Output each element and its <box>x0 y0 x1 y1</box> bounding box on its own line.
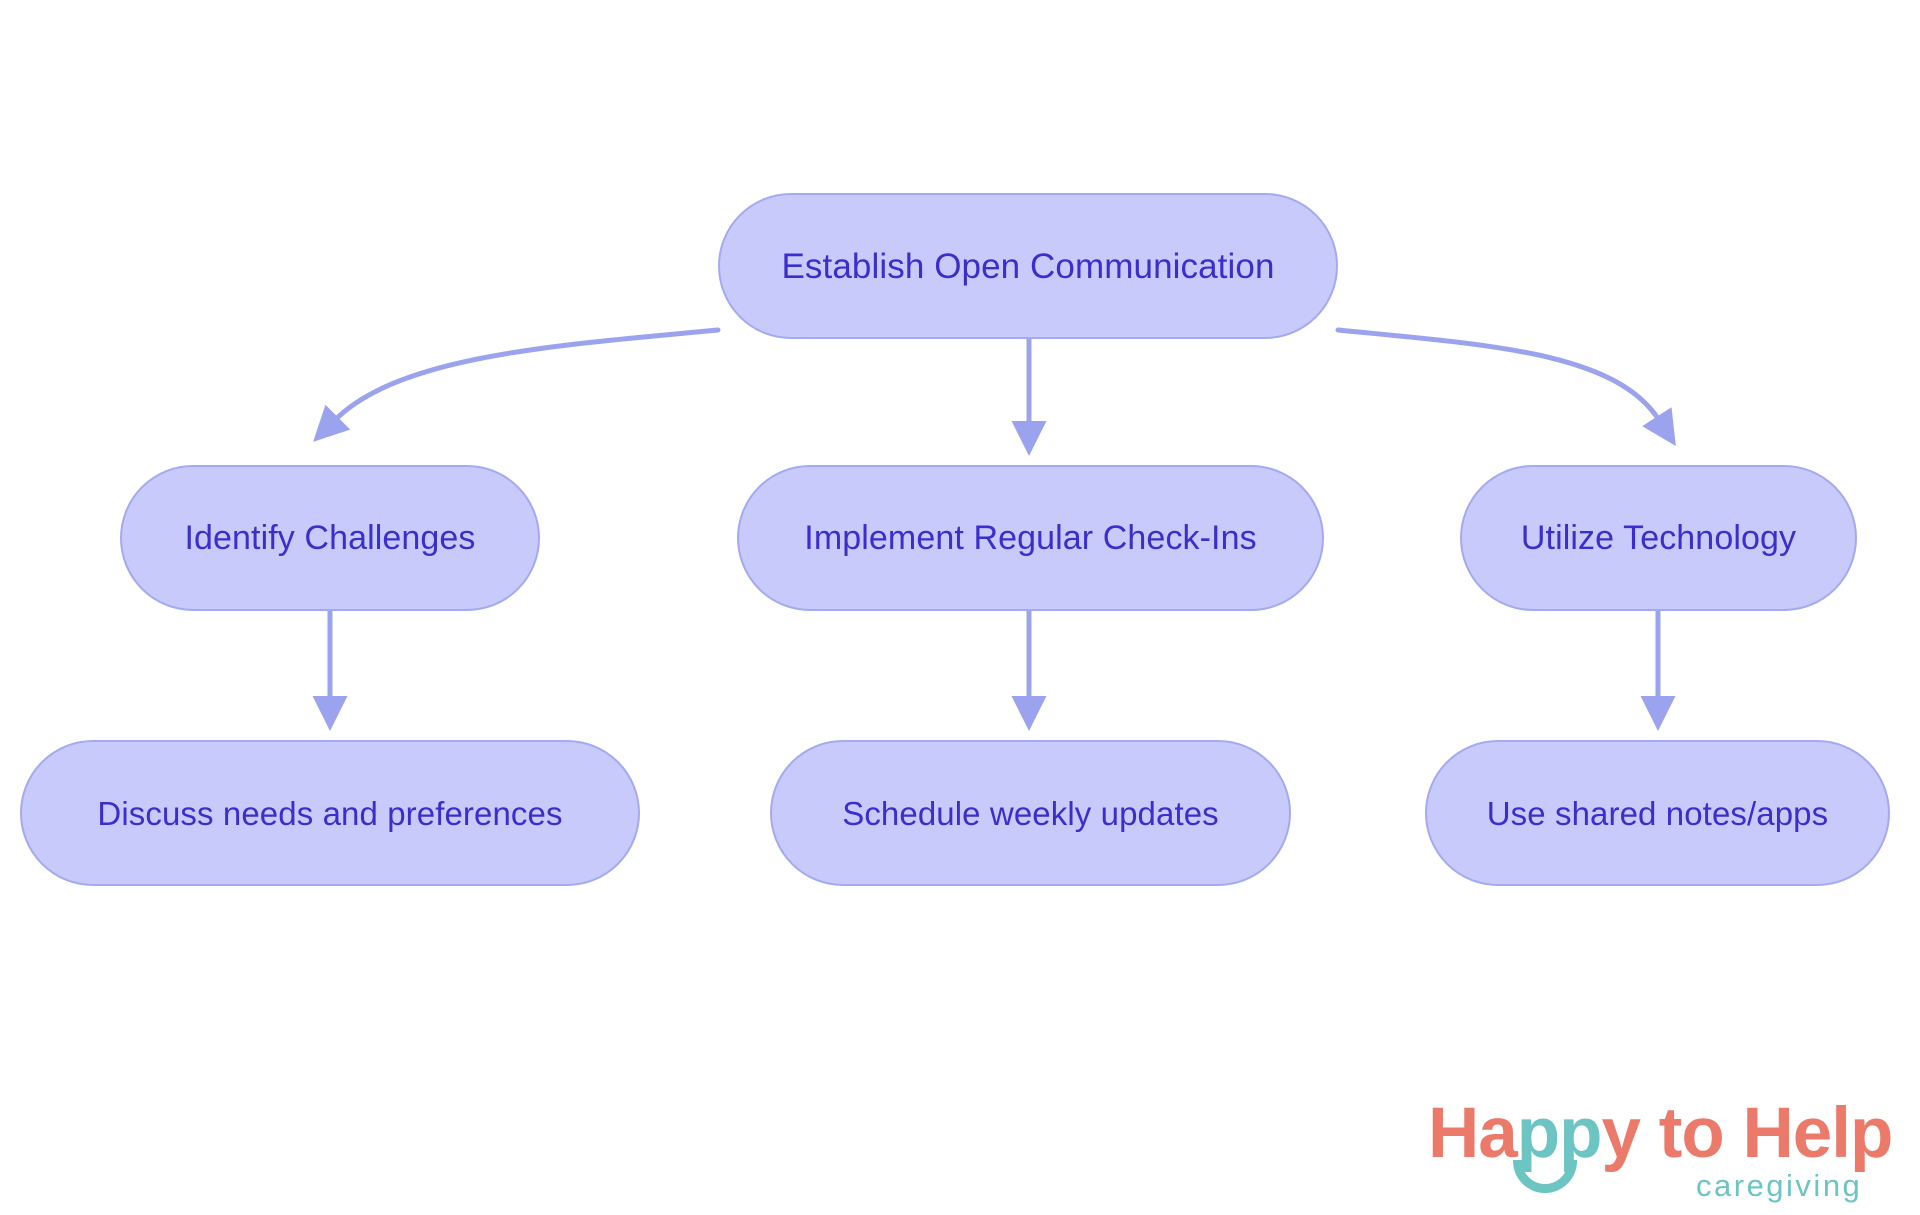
smile-icon <box>1513 1160 1577 1193</box>
node-use-shared-notes-apps[interactable]: Use shared notes/apps <box>1425 740 1890 886</box>
edge-root-to-technology <box>1335 327 1676 447</box>
node-schedule-weekly-updates[interactable]: Schedule weekly updates <box>770 740 1291 886</box>
logo-text-to-help: to Help <box>1640 1094 1894 1173</box>
edge-root-to-identify <box>313 327 721 442</box>
node-label: Schedule weekly updates <box>842 794 1219 832</box>
node-label: Establish Open Communication <box>781 246 1275 286</box>
logo-text-y: y <box>1601 1094 1641 1173</box>
node-discuss-needs-and-preferences[interactable]: Discuss needs and preferences <box>20 740 640 886</box>
node-establish-open-communication[interactable]: Establish Open Communication <box>718 193 1338 339</box>
node-utilize-technology[interactable]: Utilize Technology <box>1460 465 1857 611</box>
logo-text-ha: Ha <box>1428 1094 1518 1173</box>
node-label: Discuss needs and preferences <box>97 794 563 832</box>
node-label: Implement Regular Check-Ins <box>804 519 1257 557</box>
logo-wordmark: Happy to Help <box>1428 1098 1893 1169</box>
node-label: Utilize Technology <box>1520 519 1797 557</box>
logo-tagline: caregiving <box>1696 1168 1863 1203</box>
node-label: Identify Challenges <box>184 519 476 557</box>
logo-text-pp: pp <box>1516 1094 1603 1173</box>
node-identify-challenges[interactable]: Identify Challenges <box>120 465 540 611</box>
happy-to-help-logo: Happy to Help caregiving <box>1428 1098 1893 1210</box>
node-label: Use shared notes/apps <box>1486 794 1829 832</box>
node-implement-regular-check-ins[interactable]: Implement Regular Check-Ins <box>737 465 1324 611</box>
